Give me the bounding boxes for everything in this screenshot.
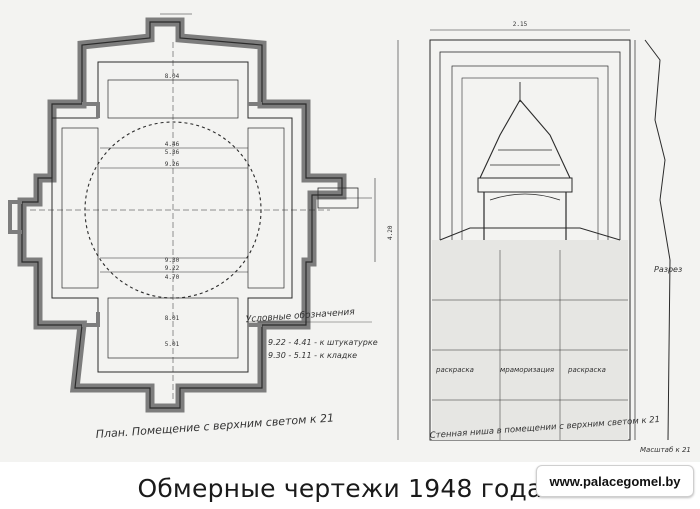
plan-dim: 5.01 bbox=[165, 341, 180, 348]
plan-dim: 8.04 bbox=[165, 73, 180, 80]
site-watermark: www.palacegomel.by bbox=[536, 465, 694, 497]
measured-drawings: План. Помещение с верхним светом к 21 Ус… bbox=[8, 13, 691, 454]
slide-caption: Обмерные чертежи 1948 года bbox=[137, 474, 543, 503]
floor-plan bbox=[8, 13, 376, 413]
plan-dim: 4.70 bbox=[165, 274, 180, 281]
section-profile bbox=[644, 39, 671, 441]
plan-inner-outline bbox=[51, 61, 293, 373]
plan-dim: 5.36 bbox=[165, 149, 180, 156]
scale-note: Масштаб к 21 bbox=[640, 446, 691, 454]
side-label-left: раскраска bbox=[435, 366, 474, 374]
side-label-right: раскраска bbox=[567, 366, 606, 374]
side-label-center: мраморизация bbox=[500, 366, 554, 374]
plan-dim: 4.46 bbox=[165, 141, 180, 148]
plan-dim: 9.30 bbox=[165, 257, 180, 264]
top-dimension: 2.15 bbox=[513, 21, 528, 28]
drawing-sheet: План. Помещение с верхним светом к 21 Ус… bbox=[0, 0, 700, 462]
plan-dim: 8.01 bbox=[165, 315, 180, 322]
plan-legend-row-2: 9.30 - 5.11 - к кладке bbox=[268, 351, 357, 360]
canopy bbox=[479, 99, 571, 179]
plan-dim: 9.26 bbox=[165, 161, 180, 168]
plan-title: План. Помещение с верхним светом к 21 bbox=[95, 411, 334, 441]
section-label: Разрез bbox=[654, 265, 682, 274]
plan-legend-row-1: 9.22 - 4.41 - к штукатурке bbox=[268, 338, 378, 347]
plan-dim: 9.22 bbox=[165, 265, 180, 272]
height-dimension: 4.20 bbox=[387, 225, 394, 240]
niche-elevation bbox=[397, 29, 671, 441]
